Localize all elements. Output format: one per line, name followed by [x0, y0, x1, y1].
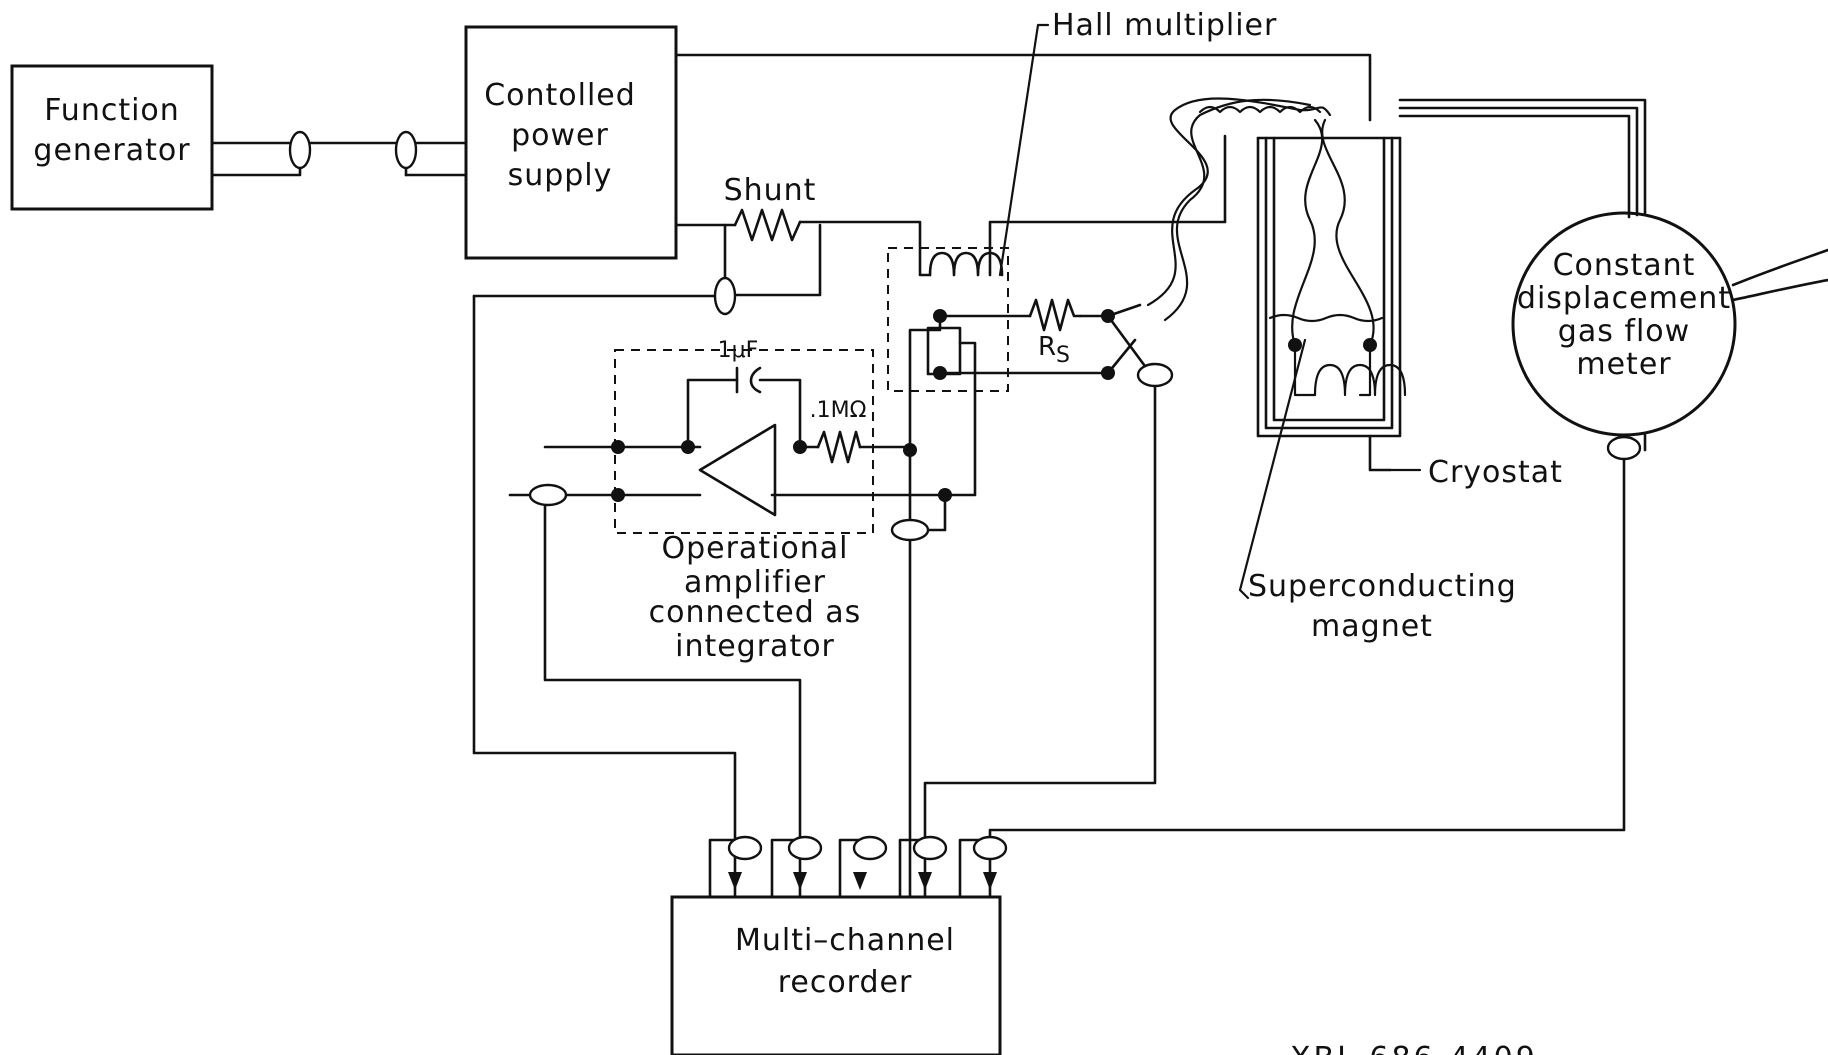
- svg-text:magnet: magnet: [1311, 609, 1433, 644]
- shield-rings: [288, 130, 1642, 861]
- superconducting-magnet: [1238, 118, 1407, 592]
- op-amp-label: Operational amplifier connected as integ…: [649, 531, 862, 664]
- recorder-input-arrows: [728, 872, 997, 890]
- svg-text:Constant: Constant: [1553, 248, 1696, 283]
- svg-text:Function: Function: [44, 93, 180, 128]
- svg-text:meter: meter: [1576, 347, 1671, 382]
- svg-text:R: R: [1038, 332, 1056, 362]
- capacitor-label: 1μF: [718, 338, 759, 363]
- feedback-resistor: [816, 430, 862, 464]
- resistor-label: .1MΩ: [810, 398, 867, 423]
- op-amp-enclosure: [614, 349, 874, 534]
- svg-text:integrator: integrator: [675, 629, 835, 664]
- svg-text:amplifier: amplifier: [684, 565, 826, 600]
- svg-text:Operational: Operational: [661, 531, 848, 566]
- hall-multiplier-label: Hall multiplier: [1052, 8, 1277, 43]
- svg-text:recorder: recorder: [778, 965, 913, 1000]
- svg-text:generator: generator: [33, 133, 190, 168]
- op-amp-triangle: [698, 423, 777, 517]
- junction-dots: [611, 309, 1377, 502]
- twisted-leads: [1146, 97, 1332, 322]
- rs-label: R S: [1038, 332, 1070, 368]
- cryostat: [1256, 136, 1402, 472]
- recorder-label: Multi–channel recorder: [735, 923, 955, 1000]
- svg-text:connected as: connected as: [649, 595, 862, 630]
- hall-multiplier-pointer: [998, 23, 1050, 277]
- svg-text:Superconducting: Superconducting: [1248, 569, 1517, 604]
- op-amp-integrator: [698, 366, 862, 517]
- svg-text:gas flow: gas flow: [1558, 314, 1690, 349]
- cryostat-label: Cryostat: [1428, 455, 1563, 490]
- superconducting-magnet-label: Superconducting magnet: [1248, 569, 1517, 644]
- hall-multiplier-enclosure: [887, 247, 1009, 392]
- recorder-box: [670, 895, 1002, 1055]
- wiring: [210, 53, 1828, 899]
- power-supply-box: [464, 25, 678, 260]
- magnet-pointer: [1238, 588, 1250, 600]
- rs-resistor: [1028, 298, 1082, 332]
- function-generator-label: Function generator: [33, 93, 190, 168]
- function-generator-box: [10, 64, 214, 211]
- svg-text:Multi–channel: Multi–channel: [735, 923, 955, 958]
- svg-text:Contolled: Contolled: [484, 78, 636, 113]
- svg-text:power: power: [511, 118, 609, 153]
- reference-number: XBL 686-4409: [1290, 1041, 1538, 1055]
- hall-multiplier-coil: [928, 251, 1004, 277]
- flow-meter-label: Constant displacement gas flow meter: [1517, 248, 1731, 382]
- shunt-label: Shunt: [724, 173, 817, 208]
- power-supply-label: Contolled power supply: [484, 78, 636, 193]
- shunt-resistor: [733, 208, 802, 242]
- svg-text:displacement: displacement: [1517, 281, 1731, 316]
- svg-text:supply: supply: [508, 158, 613, 193]
- svg-text:S: S: [1056, 343, 1070, 368]
